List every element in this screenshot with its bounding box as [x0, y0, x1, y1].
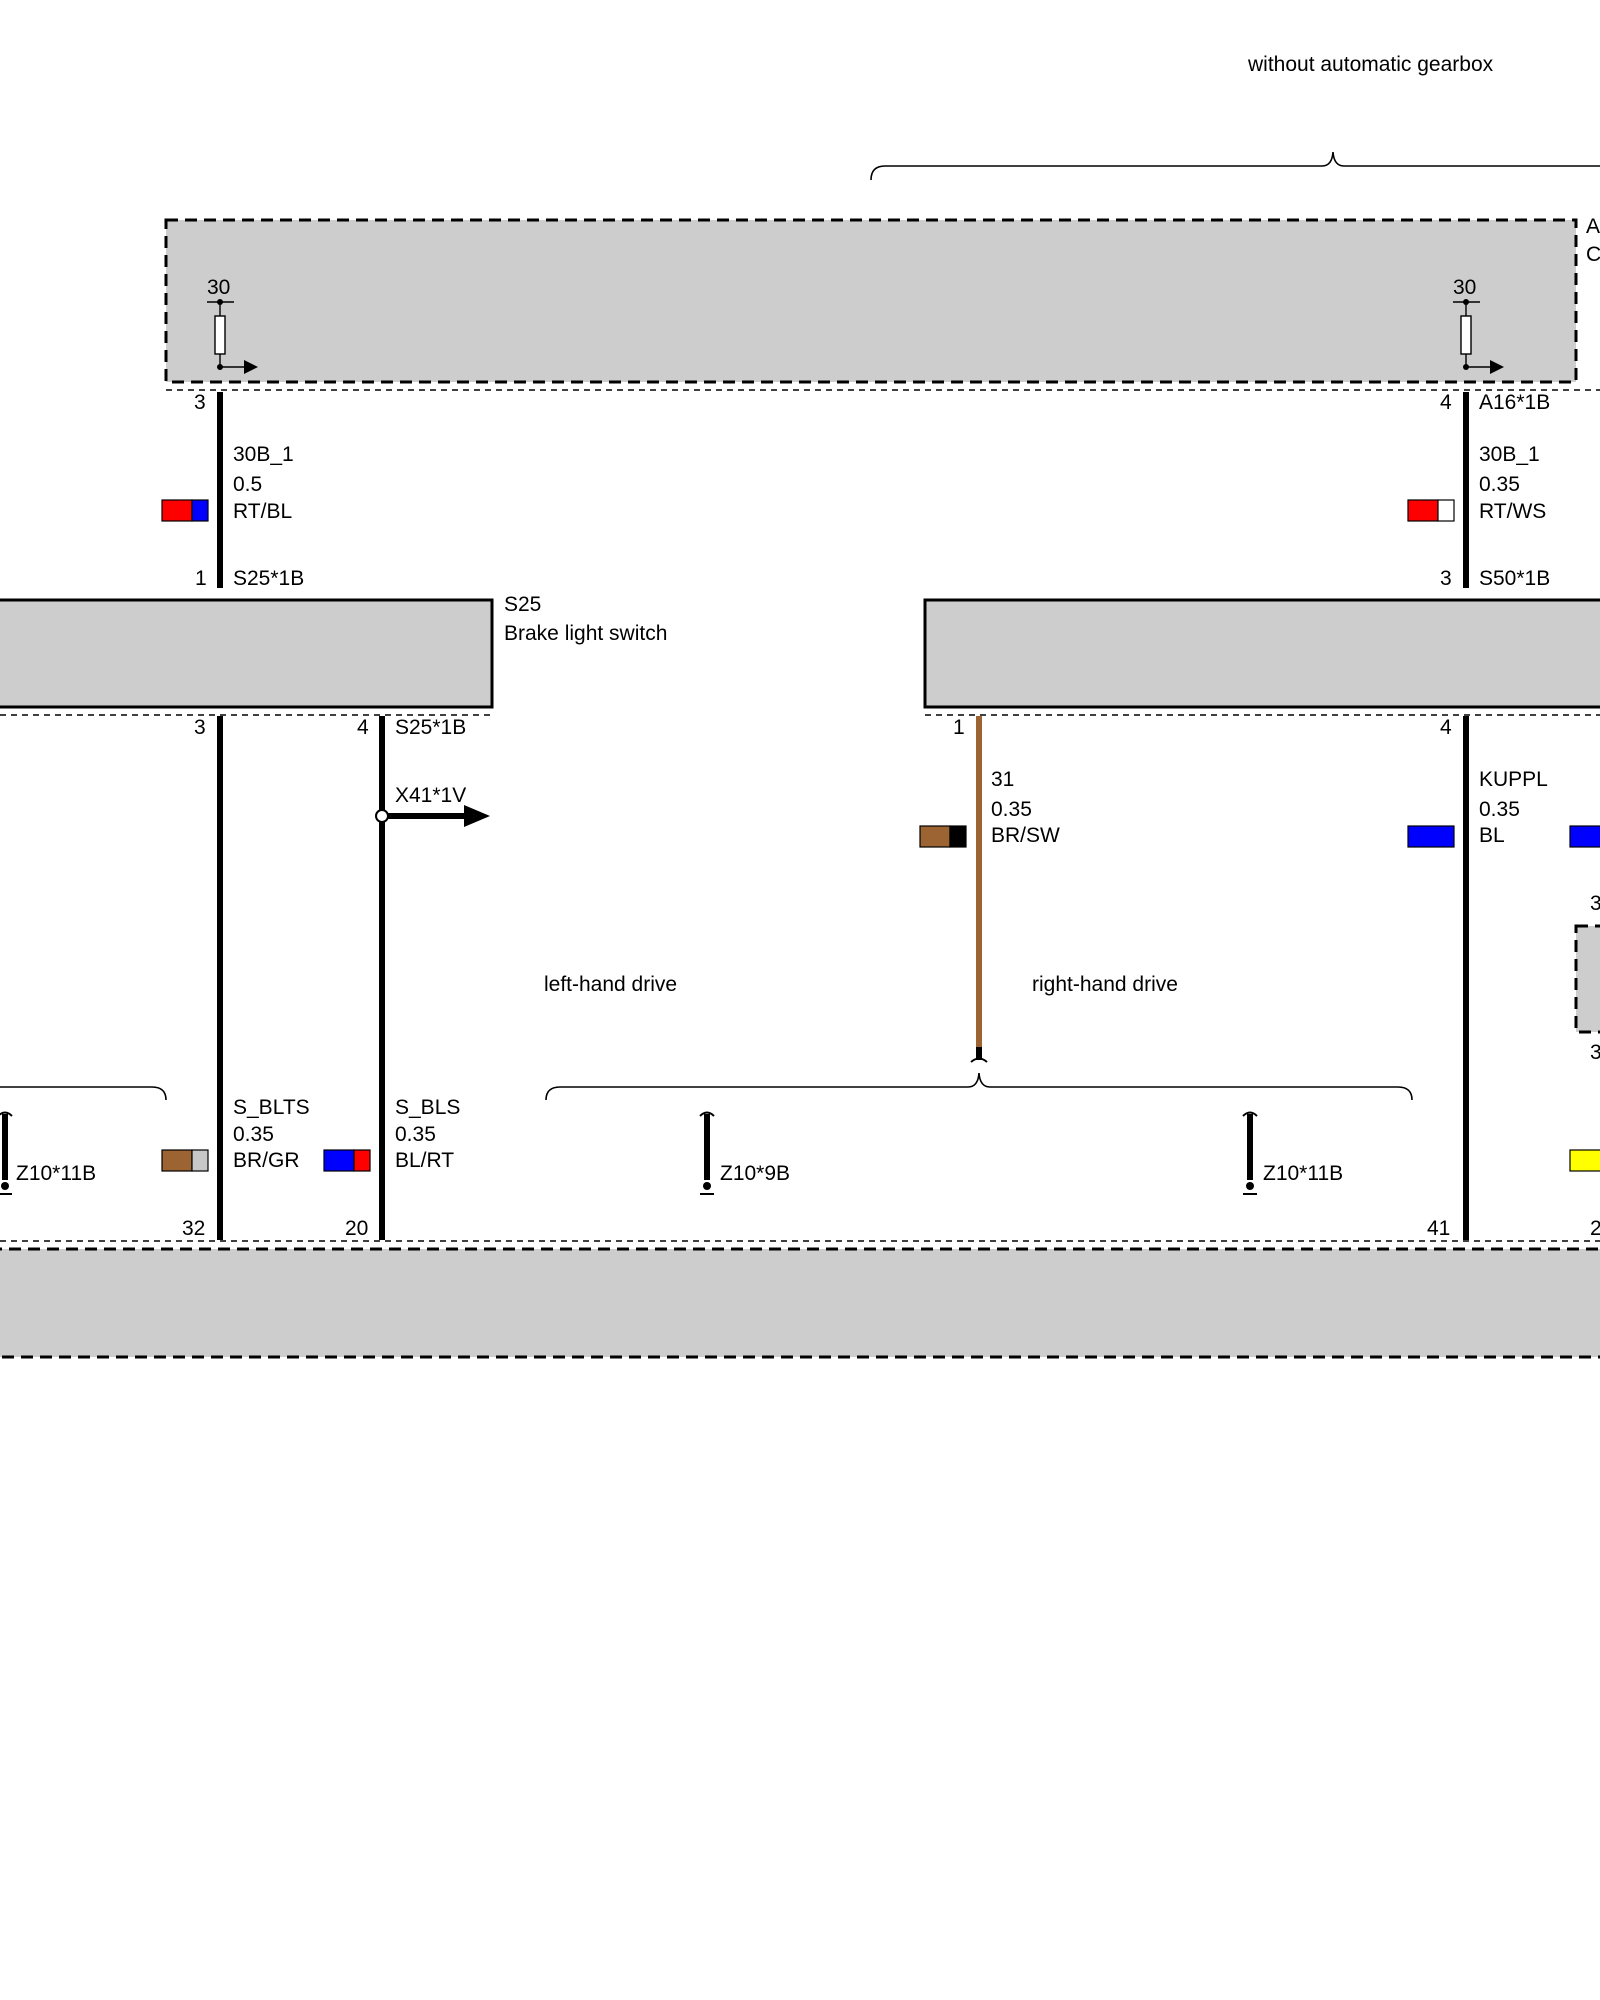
connector-s25-out: S25*1B [395, 716, 466, 739]
wire-30b1-right-size: 0.35 [1479, 473, 1520, 496]
pin-s25-in: 1 [195, 567, 207, 590]
pin-s50-in: 3 [1440, 567, 1452, 590]
brace-hand-drive [545, 1072, 1413, 1101]
connector-s25-in: S25*1B [233, 567, 304, 590]
ground-symbol-left: Z10*11B [0, 1111, 96, 1195]
wire-kuppl-color-swatch [1407, 825, 1455, 848]
wire-kuppl-signal: KUPPL [1479, 768, 1548, 791]
ground-left-label: Z10*11B [16, 1162, 96, 1185]
wire-s-blts-color-swatch [161, 1149, 209, 1172]
wire-s-blts: 3 S_BLTS 0.35 BR/GR 32 [161, 716, 310, 1240]
wire-31-signal: 31 [991, 768, 1014, 791]
wire-s-bls-color-swatch [323, 1149, 371, 1172]
note-left-hand-drive: left-hand drive [544, 973, 677, 996]
wire-30b1-right-color: RT/WS [1479, 500, 1546, 523]
top-module-label-line1: A [1586, 215, 1600, 238]
brake-light-switch-s25: S25 Brake light switch [0, 593, 667, 716]
pin-bottom-32: 32 [182, 1217, 205, 1240]
connector-a16: A16*1B [1479, 391, 1550, 414]
wire-s-blts-signal: S_BLTS [233, 1096, 310, 1119]
note-without-automatic-gearbox: without automatic gearbox [1247, 53, 1494, 76]
wire-s-bls: 4 S25*1B X41*1V S_BLS 0.35 BL/RT 20 [323, 716, 490, 1240]
brace-without-automatic-gearbox [870, 151, 1600, 181]
pin-s50-out-4: 4 [1440, 716, 1452, 739]
fuse-symbol-left: 30 [207, 276, 258, 374]
wire-30b1-left-color: RT/BL [233, 500, 292, 523]
wire-kuppl-size: 0.35 [1479, 798, 1520, 821]
ground-symbol-mid: Z10*9B [699, 1111, 790, 1195]
edge-swatch-blue [1569, 825, 1600, 848]
wire-kuppl-color: BL [1479, 824, 1505, 847]
wire-30b1-left-color-swatch [161, 499, 209, 522]
wire-30b1-left: 3 30B_1 0.5 RT/BL 1 S25*1B [161, 391, 304, 590]
wire-31-ground: 1 31 0.35 BR/SW [919, 716, 1060, 1063]
pin-s25-out-3: 3 [194, 716, 206, 739]
wire-31-color: BR/SW [991, 824, 1060, 847]
wire-kuppl: 4 KUPPL 0.35 BL 41 [1407, 716, 1548, 1240]
wire-30b1-left-size: 0.5 [233, 473, 262, 496]
wire-s-blts-size: 0.35 [233, 1123, 274, 1146]
pin-bottom-20: 20 [345, 1217, 368, 1240]
pin-top-left: 3 [194, 391, 206, 414]
fuse-symbol-right: 30 [1453, 276, 1504, 374]
fuse-left-terminal: 30 [207, 276, 230, 299]
wire-30b1-right-signal: 30B_1 [1479, 443, 1540, 466]
s25-name: Brake light switch [504, 622, 667, 645]
wire-s-blts-color: BR/GR [233, 1149, 300, 1172]
wire-s-bls-signal: S_BLS [395, 1096, 460, 1119]
wire-30b1-left-signal: 30B_1 [233, 443, 294, 466]
pin-bottom-41: 41 [1427, 1217, 1450, 1240]
wire-s-bls-size: 0.35 [395, 1123, 436, 1146]
clutch-switch-s50 [923, 598, 1600, 716]
edge-fragment-lower: 3 [1590, 1041, 1600, 1064]
pin-s25-out-4: 4 [357, 716, 369, 739]
edge-swatch-yellow [1569, 1149, 1600, 1172]
wire-30b1-right: 4 A16*1B 30B_1 0.35 RT/WS 3 S50*1B [1407, 391, 1550, 590]
ground-right-label: Z10*11B [1263, 1162, 1343, 1185]
edge-fragment-upper: 3 [1590, 892, 1600, 915]
bottom-control-module [0, 1240, 1600, 1359]
s25-id: S25 [504, 593, 541, 616]
connector-x41: X41*1V [395, 784, 466, 807]
note-right-hand-drive: right-hand drive [1032, 973, 1178, 996]
wire-31-size: 0.35 [991, 798, 1032, 821]
top-control-module: A C [164, 215, 1600, 391]
pin-top-right: 4 [1440, 391, 1452, 414]
right-edge-fragments: 3 3 2 [1569, 825, 1600, 1240]
ground-symbol-right: Z10*11B [1242, 1111, 1343, 1195]
brace-left-partial [0, 1086, 167, 1101]
fuse-right-terminal: 30 [1453, 276, 1476, 299]
ground-mid-label: Z10*9B [720, 1162, 790, 1185]
wire-31-color-swatch [919, 825, 967, 848]
wire-s-bls-color: BL/RT [395, 1149, 454, 1172]
pin-bottom-2: 2 [1590, 1217, 1600, 1240]
pin-s50-out-1: 1 [953, 716, 965, 739]
connector-s50-in: S50*1B [1479, 567, 1550, 590]
top-module-label-line2: C [1586, 243, 1600, 266]
wire-30b1-right-color-swatch [1407, 499, 1455, 522]
